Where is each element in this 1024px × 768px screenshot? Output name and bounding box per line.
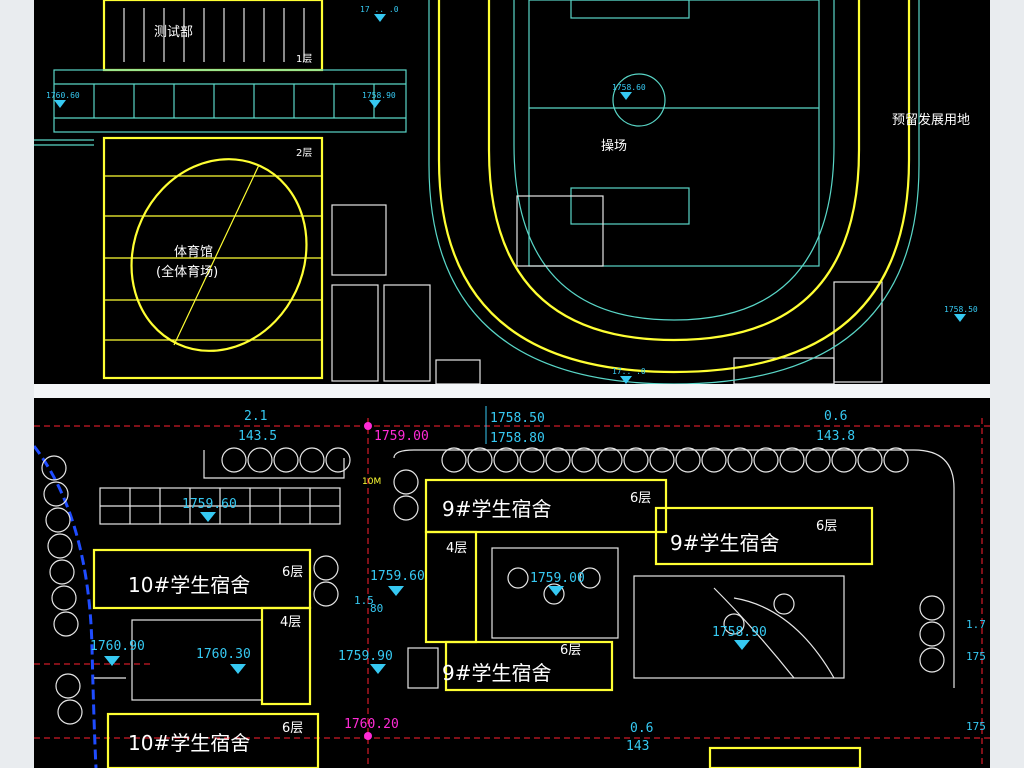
dorm-10-link xyxy=(260,606,312,706)
elevation-markers-bottom xyxy=(104,512,750,674)
dorm-9-b-floors: 6层 xyxy=(816,519,837,534)
dorm-9-b xyxy=(654,506,874,566)
dim-5: 1.5 xyxy=(354,594,374,607)
dorm-9-a-floors: 6层 xyxy=(630,491,651,506)
dorm-9-c xyxy=(444,640,614,692)
dorm-9-link-floors: 4层 xyxy=(446,541,467,556)
dim-4-bottom: 143 xyxy=(626,739,649,754)
level-point-1 xyxy=(364,422,372,430)
dim-6: 1.7 xyxy=(966,618,986,631)
road-outlines xyxy=(94,449,955,688)
dim-4-top: 0.6 xyxy=(630,721,653,736)
elev-bottom-2: 1759.60 xyxy=(370,569,425,584)
dorm-10-b-floors: 6层 xyxy=(282,721,303,736)
gym-sub-label: (全体育场) xyxy=(156,264,218,280)
dorm-9-c-name: 9#学生宿舍 xyxy=(442,661,551,685)
dorm-buildings xyxy=(92,478,874,768)
dim-3-bottom: 143.8 xyxy=(816,429,855,444)
dorm-9-a-name: 9#学生宿舍 xyxy=(442,497,551,521)
site-plan-bottom-panel: 2.1 143.5 1758.50 1758.80 0.6 143.8 0.6 … xyxy=(34,398,990,768)
level-2: 1760.20 xyxy=(344,717,399,732)
dorm-9-c-floors: 6层 xyxy=(560,643,581,658)
dorm-partial xyxy=(708,746,862,768)
gym-label: 体育馆 xyxy=(174,244,213,260)
elev-bottom-6: 1760.30 xyxy=(196,647,251,662)
site-plan-top-drawing: 测试部 1层 体育馆 (全体育场) 2层 xyxy=(34,0,978,384)
dim-7: 175 xyxy=(966,720,986,733)
dim-1-top: 2.1 xyxy=(244,409,267,424)
dim-6b: 175 xyxy=(966,650,986,663)
gym-hall-stripes xyxy=(104,175,322,341)
elev-top-6: 17.. .0 xyxy=(612,367,646,376)
gym-dome-axis xyxy=(173,164,260,346)
elev-top-3: 1758.90 xyxy=(362,91,396,100)
elev-top-2: 1760.60 xyxy=(46,91,80,100)
road-curve xyxy=(34,445,98,768)
elev-bottom-5: 1760.90 xyxy=(90,639,145,654)
dorm-10-link-floors: 4层 xyxy=(280,615,301,630)
elev-bottom-4: 1758.90 xyxy=(712,625,767,640)
grid-axes xyxy=(34,418,990,768)
dim-2-bottom: 1758.80 xyxy=(490,431,545,446)
basketball-courts xyxy=(331,204,883,384)
elevation-markers-top xyxy=(54,14,966,384)
dorm-9-b-name: 9#学生宿舍 xyxy=(670,531,779,555)
dim-3-top: 0.6 xyxy=(824,409,847,424)
walkway xyxy=(34,69,407,146)
dorm-9-a xyxy=(424,478,668,534)
parking-grid xyxy=(99,487,341,525)
elev-top-4: 1758.60 xyxy=(612,83,646,92)
panel-separator xyxy=(34,384,990,398)
utility-box xyxy=(407,647,439,689)
elev-top-5: 1758.50 xyxy=(944,305,978,314)
reserve-land-label: 预留发展用地 xyxy=(892,112,970,128)
level-point-2 xyxy=(364,732,372,740)
football-field xyxy=(528,0,820,267)
elev-top-1: 17 .. .0 xyxy=(360,5,399,14)
elev-bottom-3: 1759.00 xyxy=(530,571,585,586)
dorm-10-b xyxy=(106,712,320,768)
dim-1-bottom: 143.5 xyxy=(238,429,277,444)
site-plan-top-panel: 测试部 1层 体育馆 (全体育场) 2层 xyxy=(34,0,990,384)
gym-top-floors: 1层 xyxy=(296,53,312,65)
elev-bottom-1: 1759.60 xyxy=(182,497,237,512)
dorm-10-a-floors: 6层 xyxy=(282,565,303,580)
gym-building-top xyxy=(102,0,324,72)
running-track xyxy=(428,0,920,384)
dorm-10-a-name: 10#学生宿舍 xyxy=(128,573,250,597)
elev-bottom-7: 1759.90 xyxy=(338,649,393,664)
site-plan-bottom-drawing: 2.1 143.5 1758.50 1758.80 0.6 143.8 0.6 … xyxy=(34,406,990,768)
tree-rows xyxy=(41,447,945,725)
gym-floors: 2层 xyxy=(296,147,312,159)
gym-top-label: 测试部 xyxy=(154,25,193,40)
dorm-10-b-name: 10#学生宿舍 xyxy=(128,731,250,755)
dim-5b: 80 xyxy=(370,602,383,615)
gym-dome xyxy=(130,158,308,352)
field-label: 操场 xyxy=(601,138,627,154)
dim-2-top: 1758.50 xyxy=(490,411,545,426)
dorm-10-a xyxy=(92,548,312,610)
level-1: 1759.00 xyxy=(374,429,429,444)
gym-roof-hatch xyxy=(123,8,305,62)
dim-8: 10M xyxy=(362,477,381,487)
